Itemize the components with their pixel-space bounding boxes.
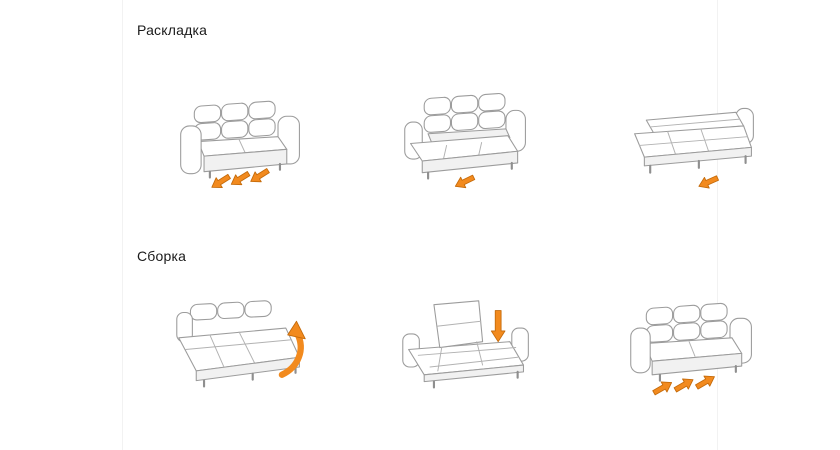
pull-arrow-icon [211,173,231,189]
sofa-body [180,100,300,179]
fold-step-2-figure [395,290,541,408]
unfold-step-1-figure [169,84,315,202]
sofa-half-unfolded-icon [634,107,754,189]
push-arrow-icon [652,381,673,396]
sofa-closed-pull-arrows-icon [180,100,300,189]
unfold-step-3-figure [621,84,767,202]
pull-arrow-icon [698,175,719,189]
sofa-seat-pulled-out-icon [404,92,526,189]
sofa-body [630,302,752,382]
pull-arrow-icon [454,174,476,189]
fold-down-arrow-icon [490,310,506,343]
fold-step-3-figure [621,290,767,408]
sofa-frame-mattress-upright-icon [402,300,529,389]
section-title-unfold: Раскладка [137,22,208,38]
fold-steps-row [129,274,840,424]
sofa-body [404,92,526,180]
pull-arrow-icon [250,168,270,183]
sofa-body [634,107,754,174]
pull-arrow-icon [230,171,251,186]
sofa-body [402,300,529,389]
push-arrow-icon [695,375,715,390]
sofa-body [176,300,300,388]
fold-up-arrow-icon [278,320,306,378]
push-arrow-icon [673,378,694,393]
fold-step-1-figure [169,290,315,408]
sofa-push-in-arrows-icon [630,302,752,396]
sofa-bed-fold-up-arrow-icon [176,300,306,388]
unfold-steps-row [129,68,840,218]
instruction-panel: Раскладка [122,0,754,450]
unfold-step-2-figure [395,84,541,202]
section-title-fold: Сборка [137,248,187,264]
